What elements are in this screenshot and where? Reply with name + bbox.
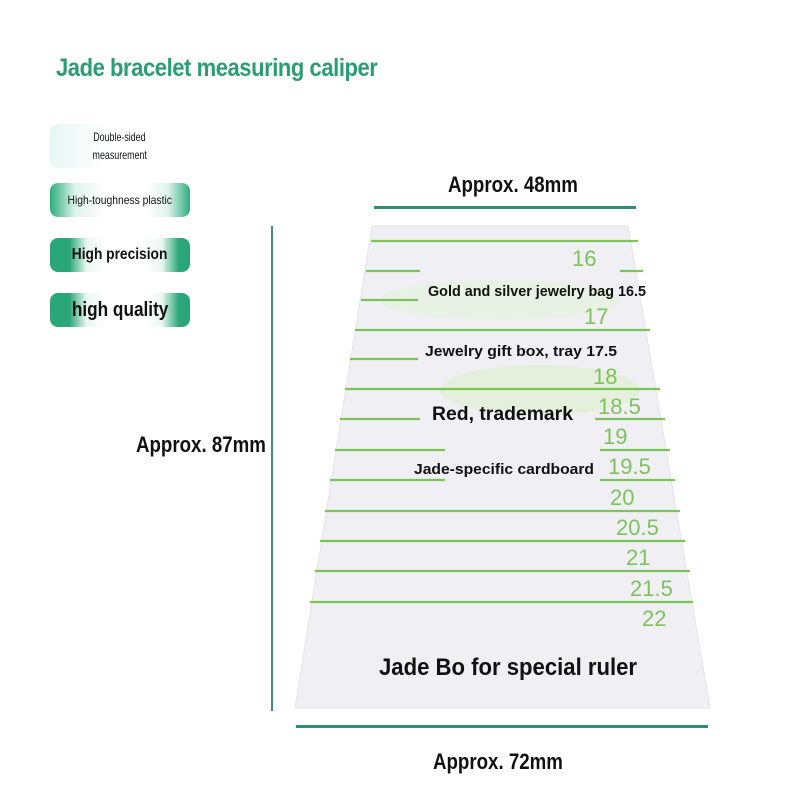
bottom-width-line [296,725,708,728]
annotation-jewelry-bag: Gold and silver jewelry bag 16.5 [428,283,646,300]
ruler-footer: Jade Bo for special ruler [379,654,637,681]
feature-label: High-toughness plastic [67,193,173,207]
scale-number: 16 [572,246,596,271]
feature-badge-precision: High precision [50,238,190,272]
scale-number: 19.5 [608,454,651,479]
annotation-trademark: Red, trademark [432,404,573,425]
feature-label-line2: measurement [92,148,148,162]
scale-number: 22 [642,606,666,631]
scale-number: 17 [584,304,608,329]
feature-label: high quality [71,298,169,321]
feature-label-line1: Double-sided [93,130,147,144]
top-width-label: Approx. 48mm [448,172,578,197]
height-label: Approx. 87mm [136,432,266,457]
ruler-annotations: Gold and silver jewelry bag 16.5 Jewelry… [379,283,646,681]
annotation-cardboard: Jade-specific cardboard [414,461,594,478]
ruler-card-body [294,225,711,709]
scale-number: 19 [603,424,627,449]
page-title: Jade bracelet measuring caliper [56,54,378,82]
scale-numbers: 16 17 18 18.5 19 19.5 20 20.5 21 21.5 22 [572,246,673,631]
scale-number: 21.5 [630,576,673,601]
feature-badge-toughness: High-toughness plastic [50,183,190,217]
scale-number: 20 [610,485,634,510]
highlight-blob [380,280,620,320]
scale-lines [310,239,693,604]
scale-number: 18.5 [598,394,641,419]
annotation-gift-box: Jewelry gift box, tray 17.5 [425,343,617,360]
feature-label: High precision [72,246,168,263]
scale-number: 21 [626,545,650,570]
top-width-line [374,206,636,209]
scale-number: 18 [593,364,617,389]
scale-number: 20.5 [616,515,659,540]
height-line [271,226,273,711]
feature-badge-quality: high quality [50,293,190,327]
feature-badge-double-sided: Double-sided measurement [50,124,190,168]
bottom-width-label: Approx. 72mm [433,749,563,774]
